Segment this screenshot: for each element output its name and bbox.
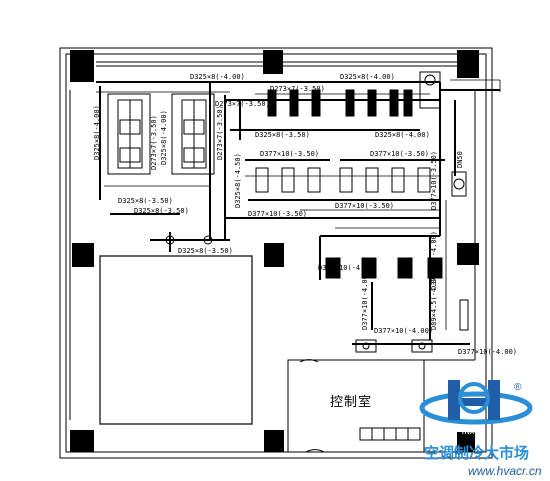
pipe-label: D377×10(-4.00)	[361, 271, 369, 330]
pipe-label: D273×7(-3.50)	[215, 100, 270, 108]
vertical-pipe-labels: D325×8(-4.00) D273×7(-3.50) D325×8(-4.00…	[93, 105, 464, 330]
pump-row-top	[267, 89, 413, 117]
watermark: HVACR ® 空调制冷大市场 www.hvacr.cn	[419, 380, 542, 478]
pipe-label: D273×7(-3.50)	[270, 85, 325, 93]
pipe-label: D377×10(-4.00)	[318, 264, 377, 272]
pipe-label: D325×8(-3.50)	[178, 247, 233, 255]
pipe-label: DN50	[456, 151, 464, 168]
pipe-label: D273×7(-3.50)	[216, 105, 224, 160]
pipe-label: D377×10(-3.50)	[248, 210, 307, 218]
pump-row-lower	[325, 257, 443, 279]
pipe-label: D377×10(-4.00)	[430, 231, 438, 290]
pipe-label: D377×10(-3.50)	[430, 151, 438, 210]
pipe-label: D325×8(-4.00)	[340, 73, 395, 81]
chiller-unit-1	[107, 93, 151, 175]
pipe-label: D377×10(-3.50)	[260, 150, 319, 158]
svg-text:®: ®	[514, 382, 522, 393]
hvacr-logo: HVACR ®	[419, 380, 533, 436]
pipe-label: D377×10(-4.00)	[458, 348, 517, 356]
pipe-label: D325×8(-4.00)	[375, 131, 430, 139]
pipe-label: D325×8(-3.50)	[118, 197, 173, 205]
pipe-label: D377×10(-4.00)	[374, 327, 433, 335]
pipe-label: D325×8(-3.50)	[255, 131, 310, 139]
pipe-label: D325×8(-3.50)	[134, 207, 189, 215]
svg-text:HVACR: HVACR	[462, 430, 484, 436]
pipe-label: D325×8(-4.00)	[160, 110, 168, 165]
watermark-url: www.hvacr.cn	[468, 464, 542, 478]
structural-columns	[70, 50, 479, 452]
misc-equipment	[165, 71, 469, 353]
pipe-labels: D325×8(-4.00) D325×8(-4.00) D273×7(-3.50…	[118, 73, 517, 356]
pipe-label: D89×4.5(-4.00)	[430, 271, 438, 330]
branch-pipes	[96, 79, 501, 330]
watermark-chinese: 空调制冷大市场	[424, 444, 529, 462]
pipe-label: D325×8(-4.00)	[93, 105, 101, 160]
pipe-label: D377×10(-3.50)	[370, 150, 429, 158]
pipe-label: D377×10(-3.50)	[335, 202, 394, 210]
pipe-label: D325×8(-4.00)	[190, 73, 245, 81]
pipe-label: D325×8(-4.50)	[234, 153, 242, 208]
room-label: 控制室	[330, 394, 372, 410]
pipe-label: D273×7(-3.50)	[150, 115, 158, 170]
chiller-unit-2	[171, 93, 215, 175]
water-tank	[99, 255, 253, 425]
pump-row-middle	[255, 167, 431, 193]
